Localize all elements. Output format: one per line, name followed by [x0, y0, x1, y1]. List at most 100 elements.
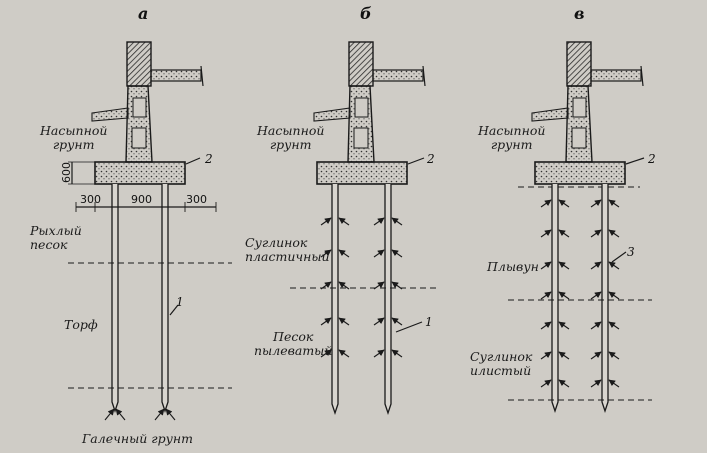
panel-c-lower-slab — [531, 107, 569, 122]
panel-b-pile0-arrow-left-1 — [320, 249, 332, 258]
panel-b-pile0-arrow-left-4 — [320, 349, 332, 358]
panel-a-upper-slab — [150, 69, 202, 82]
panel-b-layer-plastic-loam: Суглинок пластичный — [245, 235, 330, 264]
panel-a-letter: а — [138, 4, 149, 23]
panel-c-wall-void-1 — [572, 97, 587, 118]
panel-c-pile0-arrow-right-6 — [558, 379, 570, 388]
panel-a-grillage-leader — [185, 157, 201, 165]
panel-b-pile1-arrow-left-1 — [373, 249, 385, 258]
panel-c-grillage-callout: 2 — [648, 152, 656, 166]
panel-a-wall-void-2 — [131, 127, 147, 149]
panel-c-pile-leader — [611, 251, 627, 263]
panel-b-pile1-arrow-right-1 — [391, 249, 403, 258]
panel-c-pile0-arrow-left-5 — [540, 351, 552, 360]
panel-a-layer-gravel: Галечный грунт — [82, 431, 193, 446]
panel-b-pile0-arrow-left-0 — [320, 217, 332, 226]
panel-a-layer-peat: Торф — [64, 317, 98, 332]
dimension-height: 600 — [60, 162, 73, 183]
panel-a-pile-leader — [169, 304, 179, 316]
panel-c-pile1-arrow-right-5 — [608, 351, 620, 360]
panel-a-grillage — [94, 161, 186, 185]
panel-b-fill-label: Насыпной грунт — [257, 123, 325, 152]
panel-b-pile0-arrow-left-3 — [320, 317, 332, 326]
panel-c-upper-wall — [566, 41, 592, 87]
panel-c-layer-quicksand: Плывун — [487, 259, 539, 274]
panel-c-pile0-arrow-right-2 — [558, 261, 570, 270]
panel-c-pile-left — [551, 184, 559, 414]
panel-b-pile-right — [384, 184, 392, 416]
panel-a-tip1-arrow-l — [154, 408, 165, 421]
panel-c-upper-slab — [590, 69, 642, 82]
panel-c-pile1-arrow-left-4 — [590, 321, 602, 330]
panel-b-pile1-arrow-left-4 — [373, 349, 385, 358]
panel-c-pile0-arrow-right-4 — [558, 321, 570, 330]
panel-c-pile1-arrow-right-0 — [608, 199, 620, 208]
panel-a-tip1-arrow-r — [165, 408, 176, 421]
panel-b-grillage-leader — [407, 157, 425, 165]
panel-c-pile1-arrow-right-3 — [608, 291, 620, 300]
panel-b-layer-silty-sand: Песок пылеватый — [254, 329, 333, 358]
panel-b-pile0-arrow-right-1 — [338, 249, 350, 258]
panel-b-pile1-arrow-right-2 — [391, 281, 403, 290]
panel-c-pile1-arrow-right-1 — [608, 229, 620, 238]
panel-b-pile0-arrow-left-2 — [320, 281, 332, 290]
panel-a-upper-wall — [126, 41, 152, 87]
panel-c-letter: в — [574, 4, 585, 23]
panel-a-fill-label: Насыпной грунт — [40, 123, 108, 152]
panel-c-fill-label: Насыпной грунт — [478, 123, 546, 152]
panel-a-wall-void-1 — [132, 97, 147, 118]
panel-c-pile1-arrow-right-4 — [608, 321, 620, 330]
panel-c-pile0-arrow-right-5 — [558, 351, 570, 360]
panel-b-pile-leader — [395, 321, 423, 333]
panel-b-pile1-arrow-right-4 — [391, 349, 403, 358]
panel-c-grillage-leader — [625, 157, 645, 165]
panel-c-pile0-arrow-left-4 — [540, 321, 552, 330]
panel-b-letter: б — [360, 4, 372, 23]
panel-c-slab-break — [640, 65, 644, 87]
panel-b-pile0-arrow-right-0 — [338, 217, 350, 226]
dimension-left: 300 — [80, 193, 101, 206]
panel-c-pile0-arrow-left-6 — [540, 379, 552, 388]
panel-a-slab-break — [200, 65, 204, 87]
panel-c-pile1-arrow-right-6 — [608, 379, 620, 388]
panel-b-pile1-arrow-left-2 — [373, 281, 385, 290]
panel-a-lower-wall — [125, 85, 153, 163]
panel-a-pile-callout: 1 — [176, 295, 184, 309]
panel-c-grillage — [534, 161, 626, 185]
panel-c-lower-wall — [565, 85, 593, 163]
panel-c-pile0-arrow-right-1 — [558, 229, 570, 238]
panel-b-pile0-arrow-right-2 — [338, 281, 350, 290]
panel-b-lower-wall — [347, 85, 375, 163]
panel-c-pile0-arrow-right-0 — [558, 199, 570, 208]
panel-c-pile1-arrow-left-5 — [590, 351, 602, 360]
panel-b-slab-break — [422, 65, 426, 87]
panel-b-pile-left — [331, 184, 339, 416]
panel-a-pile-right — [161, 184, 169, 414]
panel-c-pile0-arrow-left-0 — [540, 199, 552, 208]
panel-a-tip0-arrow-l — [104, 408, 115, 421]
panel-c-pile0-arrow-left-2 — [540, 261, 552, 270]
panel-b-wall-void-1 — [354, 97, 369, 118]
panel-c-layer-silty-loam: Суглинок илистый — [470, 349, 533, 378]
dimension-right: 300 — [186, 193, 207, 206]
panel-c-pile0-arrow-left-1 — [540, 229, 552, 238]
panel-b-pile0-arrow-right-4 — [338, 349, 350, 358]
panel-c-pile0-arrow-right-3 — [558, 291, 570, 300]
panel-b-pile1-arrow-right-0 — [391, 217, 403, 226]
panel-c-pile1-arrow-left-0 — [590, 199, 602, 208]
panel-b-grillage-callout: 2 — [427, 152, 435, 166]
panel-b-pile-callout: 1 — [425, 315, 433, 329]
panel-c-pile1-arrow-left-3 — [590, 291, 602, 300]
panel-b-upper-slab — [372, 69, 424, 82]
panel-b-pile0-arrow-right-3 — [338, 317, 350, 326]
panel-c-pile1-arrow-left-1 — [590, 229, 602, 238]
panel-c-pile-callout: 3 — [627, 245, 635, 259]
panel-c-pile-right — [601, 184, 609, 414]
panel-b-upper-wall — [348, 41, 374, 87]
panel-a-lower-slab — [91, 107, 129, 122]
panel-b-pile1-arrow-left-0 — [373, 217, 385, 226]
panel-c-pile1-arrow-left-6 — [590, 379, 602, 388]
panel-b-pile1-arrow-left-3 — [373, 317, 385, 326]
